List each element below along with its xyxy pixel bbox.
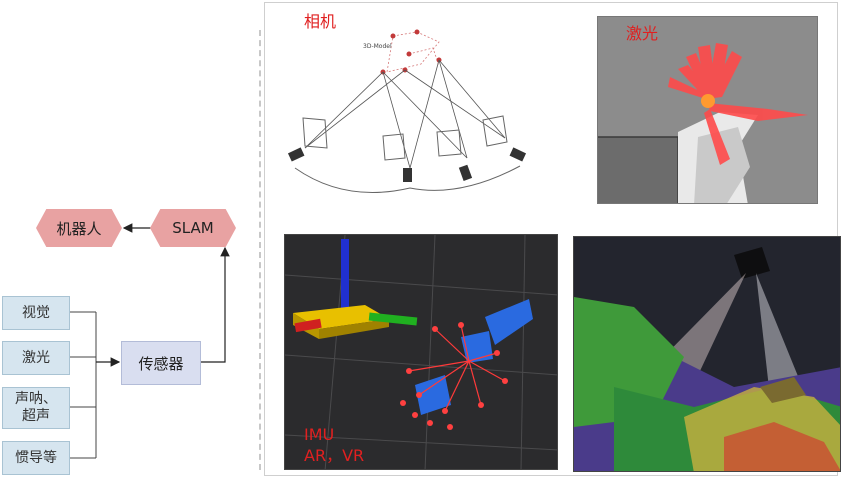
slam-node: SLAM xyxy=(150,209,236,247)
multiview-geometry-illustration: 3D-Model xyxy=(287,29,527,193)
camera-label: 相机 xyxy=(304,12,337,31)
flow-connectors xyxy=(68,223,230,459)
sonar-figure xyxy=(573,236,841,472)
camera-figure: 3D-Model xyxy=(275,8,545,213)
divider xyxy=(259,30,261,470)
imu-trajectory-illustration xyxy=(285,235,557,469)
svg-text:3D-Model: 3D-Model xyxy=(363,43,392,50)
ar-vr-label: AR，VR xyxy=(304,446,365,465)
robot-node: 机器人 xyxy=(36,209,122,247)
laser-scan-illustration xyxy=(598,43,808,203)
imu-figure xyxy=(284,234,558,470)
sensor-hub-node: 传感器 xyxy=(121,341,201,385)
sensor-sonar: 声呐、 超声 xyxy=(2,387,70,429)
sensor-laser: 激光 xyxy=(2,341,70,375)
laser-figure xyxy=(597,16,818,204)
imu-label: IMU xyxy=(304,425,335,444)
laser-label: 激光 xyxy=(626,24,659,43)
sonar-seabed-illustration xyxy=(574,237,840,471)
sensor-inertial: 惯导等 xyxy=(2,441,70,475)
sensor-vision: 视觉 xyxy=(2,296,70,330)
